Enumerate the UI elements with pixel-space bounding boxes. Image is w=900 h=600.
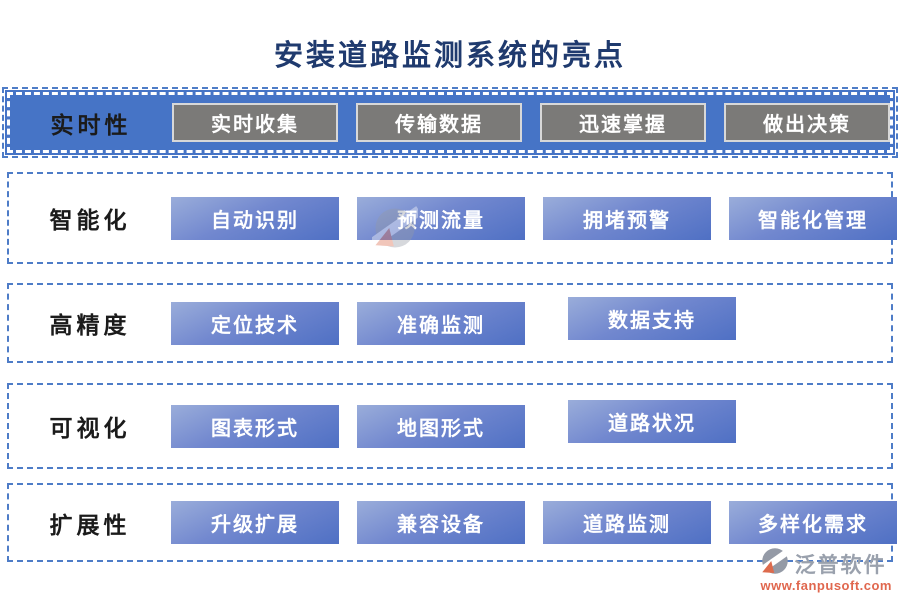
row-buttons: 定位技术 准确监测 数据支持: [171, 296, 736, 345]
feature-box: 智能化管理: [729, 196, 897, 240]
feature-box: 预测流量: [357, 196, 525, 240]
row-buttons: 实时收集 传输数据 迅速掌握 做出决策: [172, 103, 890, 142]
fanpu-logo: 泛普软件 www.fanpusoft.com: [757, 546, 892, 593]
feature-box: 迅速掌握: [540, 103, 706, 142]
feature-box: 数据支持: [568, 296, 736, 340]
feature-box: 图表形式: [171, 404, 339, 448]
feature-box: 做出决策: [724, 103, 890, 142]
feature-box: 拥堵预警: [543, 196, 711, 240]
feature-box: 自动识别: [171, 196, 339, 240]
feature-box: 兼容设备: [357, 501, 525, 544]
row-visualization: 可视化 图表形式 地图形式 道路状况: [7, 383, 893, 469]
row-intelligence: 智能化 自动识别 预测流量 拥堵预警 智能化管理: [7, 172, 897, 264]
feature-box: 准确监测: [357, 301, 525, 345]
feature-box: 实时收集: [172, 103, 338, 142]
row-extensibility: 扩展性 升级扩展 兼容设备 道路监测 多样化需求: [7, 483, 897, 562]
row-realtime: 实时性 实时收集 传输数据 迅速掌握 做出决策: [2, 87, 898, 158]
feature-box: 道路状况: [568, 399, 736, 443]
fanpu-logo-icon: [757, 546, 794, 581]
row-label-precision: 高精度: [49, 313, 131, 338]
feature-box: 道路监测: [543, 501, 711, 544]
brand-website: www.fanpusoft.com: [760, 578, 892, 593]
row-buttons: 图表形式 地图形式 道路状况: [171, 399, 736, 448]
feature-box: 地图形式: [357, 404, 525, 448]
feature-box: 定位技术: [171, 301, 339, 345]
feature-box: 传输数据: [356, 103, 522, 142]
feature-box: 多样化需求: [729, 501, 897, 544]
row-label-intelligence: 智能化: [49, 208, 131, 233]
row-label-visualization: 可视化: [49, 416, 131, 441]
row-label-realtime: 实时性: [50, 112, 132, 138]
row-label-extensibility: 扩展性: [49, 512, 131, 538]
row-buttons: 升级扩展 兼容设备 道路监测 多样化需求: [171, 501, 897, 544]
row-buttons: 自动识别 预测流量 拥堵预警 智能化管理: [171, 196, 897, 240]
row-precision: 高精度 定位技术 准确监测 数据支持: [7, 283, 893, 363]
page-title: 安装道路监测系统的亮点: [273, 40, 626, 72]
feature-box: 升级扩展: [171, 501, 339, 544]
brand-name: 泛普软件: [794, 552, 887, 577]
